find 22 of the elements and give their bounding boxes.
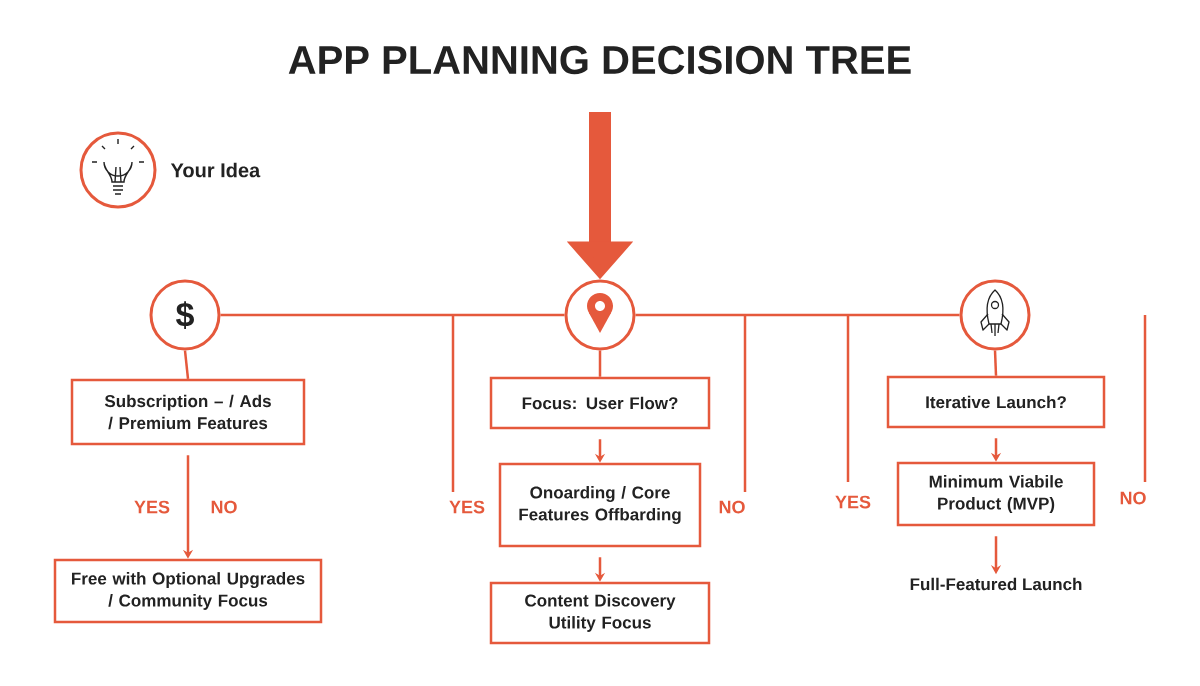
process-box: Free with Optional Upgrades / Community Focus — [53, 558, 323, 624]
branch-label: YES — [134, 500, 170, 514]
process-box: Subscription – / Ads / Premium Features — [70, 378, 306, 446]
process-box: Onoarding / Core Features Offbarding — [498, 462, 702, 548]
process-box: Iterative Launch? — [886, 375, 1106, 429]
icon-circle — [79, 131, 157, 209]
connector-line — [635, 313, 960, 317]
branch-label: YES — [835, 495, 871, 509]
branch-label: NO — [719, 500, 745, 514]
icon-circle — [959, 279, 1031, 351]
idea-label: Your Idea — [170, 162, 261, 178]
outcome-text: Full-Featured Launch — [910, 577, 1082, 591]
process-box: Content Discovery Utility Focus — [489, 581, 711, 645]
connector-line — [183, 350, 190, 379]
connector-line — [993, 350, 998, 376]
branch-label: NO — [1120, 491, 1146, 505]
process-box: Focus: User Flow? — [489, 376, 711, 430]
branch-label: NO — [211, 500, 237, 514]
title: APP PLANNING DECISION TREE — [288, 45, 911, 75]
process-box: Minimum Viabile Product (MVP) — [896, 461, 1096, 527]
connector-line — [598, 350, 602, 377]
connector-line — [220, 313, 565, 317]
